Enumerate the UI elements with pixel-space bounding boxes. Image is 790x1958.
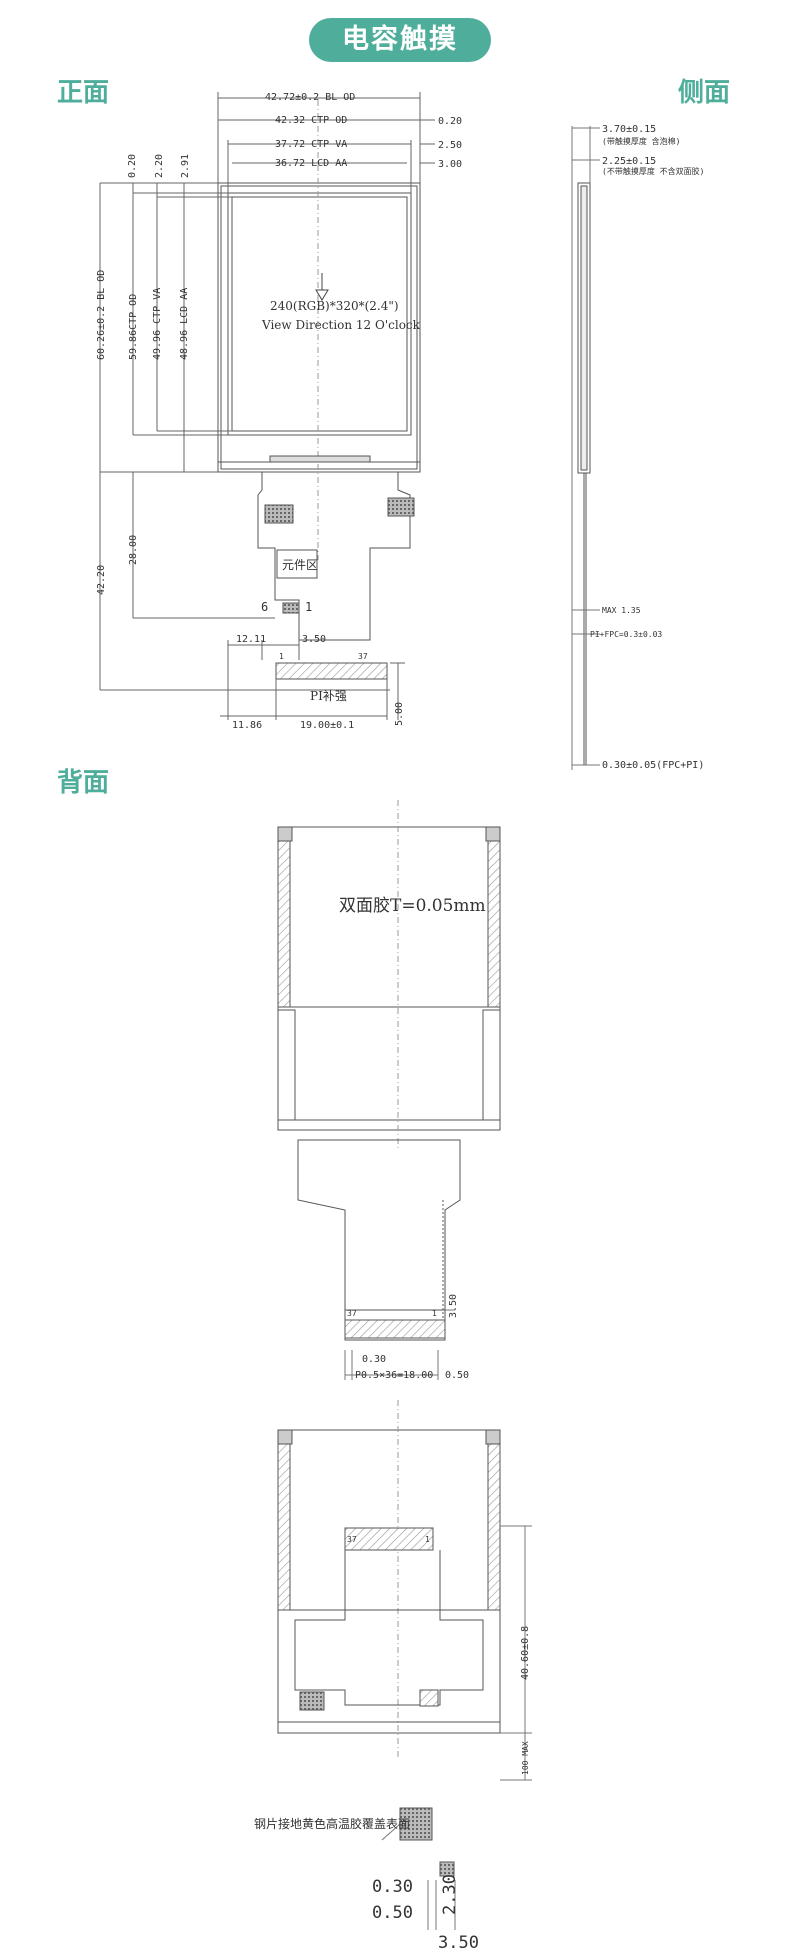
- front-view: [99, 92, 435, 720]
- bottom-dim-350: 3.50: [438, 1933, 479, 1953]
- pi-stiffener-label: PI补强: [310, 689, 347, 703]
- bottom-dim-030: 0.30: [372, 1877, 413, 1897]
- bottom-dim-230: 2.30: [440, 1874, 460, 1915]
- back-pin-37: 37: [347, 1309, 357, 1318]
- dim-right-1: 0.20: [438, 116, 462, 127]
- double-sided-tape-label: 双面胶T=0.05mm: [339, 896, 486, 916]
- bottom-dim-050: 0.50: [372, 1903, 413, 1923]
- dim-lcd-aa-w: 36.72 LCD AA: [275, 158, 347, 169]
- side-view: [571, 126, 600, 770]
- dim-top-1: 0.20: [127, 154, 138, 178]
- bottom-pin-1: 1: [425, 1535, 430, 1544]
- bottom-max: 100 MAX: [521, 1741, 530, 1775]
- side-pi-fpc: PI+FPC=0.3±0.03: [590, 630, 662, 639]
- title-badge: 电容触摸: [309, 18, 491, 62]
- dim-ctp-va-h: 49.96 CTP VA: [152, 288, 163, 360]
- back-pin-1: 1: [432, 1309, 437, 1318]
- back-dim-050: 0.50: [445, 1370, 469, 1381]
- fpc-chip-left: [264, 504, 294, 524]
- side-note-1: (带触摸厚度 含泡棉): [602, 136, 680, 146]
- dim-bl-od-w: 42.72±0.2 BL OD: [265, 92, 355, 103]
- ctp-va-outline: [227, 192, 412, 436]
- side-max: MAX 1.35: [602, 606, 641, 615]
- dim-350: 3.50: [302, 634, 326, 645]
- dim-ctp-od-w: 42.32 CTP OD: [275, 115, 347, 126]
- pin-1b-label: 1: [279, 652, 284, 661]
- side-note-2: (不带触摸厚度 不含双面胶): [602, 166, 704, 176]
- bottom-pin-37: 37: [347, 1535, 357, 1544]
- dim-500: 5.00: [394, 702, 405, 726]
- section-back-label: 背面: [57, 768, 110, 798]
- back-pitch: P0.5×36=18.00: [355, 1370, 433, 1381]
- bottom-dim-4060: 40.60±0.8: [520, 1626, 531, 1680]
- section-front-label: 正面: [57, 78, 110, 108]
- side-dim-225: 2.25±0.15: [602, 156, 656, 167]
- dim-right-2: 2.50: [438, 140, 462, 151]
- panel-outline: [217, 182, 421, 473]
- pi-stiffener: [275, 662, 388, 680]
- dim-right-3: 3.00: [438, 159, 462, 170]
- lcd-aa-outline: [231, 196, 408, 432]
- back-dim-030: 0.30: [362, 1354, 386, 1365]
- view-direction-label: View Direction 12 O'clock: [261, 318, 421, 332]
- back-view-bottom: [277, 1400, 532, 1930]
- side-thickness: 0.30±0.05(FPC+PI): [602, 760, 704, 771]
- pin-6-label: 6: [261, 600, 268, 614]
- dim-bl-od-h: 60.26±0.2 BL OD: [96, 270, 107, 360]
- dim-lcd-aa-h: 48.96 LCD AA: [179, 288, 190, 360]
- dim-1900: 19.00±0.1: [300, 720, 354, 731]
- dim-ctp-od-h: 59.86CTP OD: [128, 294, 139, 360]
- component-area-box: [276, 549, 318, 579]
- dim-42: 42.20: [96, 565, 107, 595]
- dim-ctp-va-w: 37.72 CTP VA: [275, 139, 347, 150]
- dim-28: 28.00: [128, 535, 139, 565]
- side-dim-370: 3.70±0.15: [602, 124, 656, 135]
- dim-1186: 11.86: [232, 720, 262, 731]
- dim-12: 12.11: [236, 634, 266, 645]
- dim-top-2: 2.20: [154, 154, 165, 178]
- pin-37-label: 37: [358, 652, 368, 661]
- dim-top-3: 2.91: [180, 154, 191, 178]
- resolution-label: 240(RGB)*320*(2.4"): [270, 299, 399, 313]
- steel-note: 钢片接地黄色高温胶覆盖表面: [254, 1816, 410, 1831]
- back-dim-350: 3.50: [448, 1294, 459, 1318]
- fpc-chip-right: [387, 497, 415, 517]
- pin-1-label: 1: [305, 600, 312, 614]
- section-side-label: 侧面: [678, 78, 731, 108]
- component-area-label: 元件区: [282, 558, 318, 572]
- back-view-top: [277, 800, 501, 1380]
